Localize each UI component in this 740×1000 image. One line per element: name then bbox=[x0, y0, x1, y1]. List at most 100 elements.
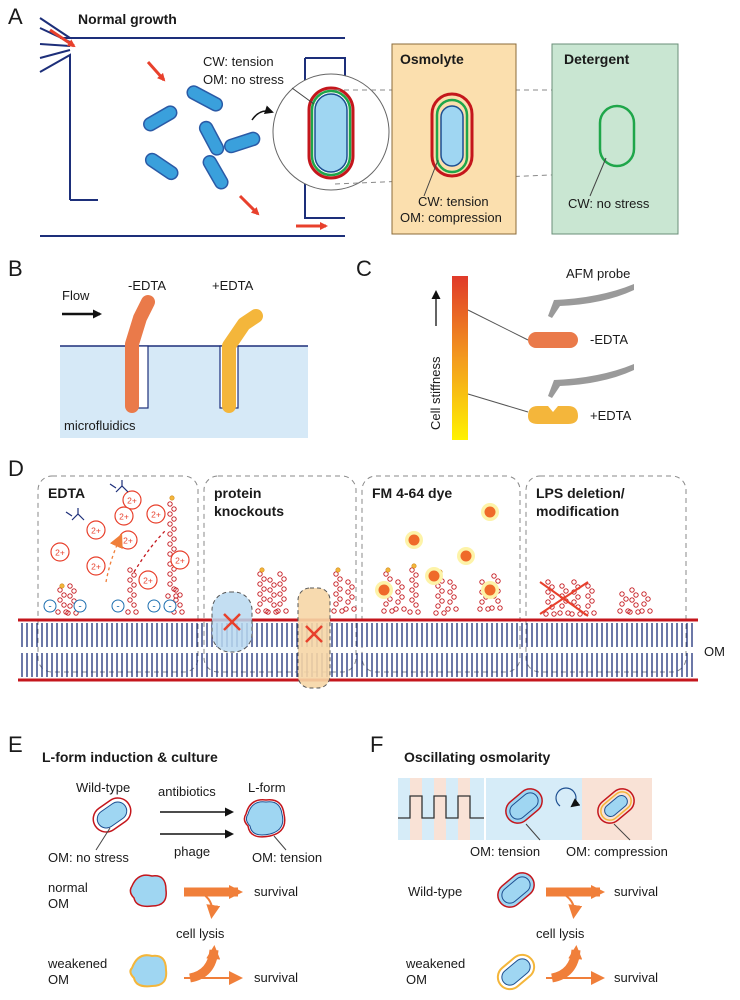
osmolyte-label: Osmolyte bbox=[400, 51, 464, 67]
osmolyte-om-label: OM: compression bbox=[400, 210, 502, 225]
om-label: OM bbox=[704, 644, 725, 659]
e-wildtype-label: Wild-type bbox=[76, 780, 130, 795]
panel-f: F Oscillating osmolarity OM: tension OM:… bbox=[370, 732, 668, 991]
panel-c: C Cell stiffness AFM probe -EDTA +EDTA bbox=[356, 256, 634, 440]
edta-ions: 2+2+2+2+2+2+2+2+2+ bbox=[50, 480, 443, 590]
panel-label-f: F bbox=[370, 732, 383, 757]
detergent-cell bbox=[598, 104, 636, 168]
f-survival-1: survival bbox=[614, 884, 658, 899]
cell-minus-edta bbox=[125, 295, 155, 413]
microfluidic-chamber bbox=[60, 346, 308, 438]
flow-arrow-2 bbox=[146, 61, 166, 82]
ion-release-arrow-2 bbox=[133, 529, 167, 573]
e-lform-outer bbox=[243, 799, 286, 838]
cw-tension-label: CW: tension bbox=[203, 54, 274, 69]
panel-b: B -EDTA +EDTA Flow microfluidics bbox=[8, 256, 308, 438]
guide-lines bbox=[334, 89, 623, 185]
f-weakened: weakened bbox=[405, 956, 465, 971]
f-lysis-arrow-2 bbox=[550, 945, 583, 983]
minus-edta-label: -EDTA bbox=[128, 278, 166, 293]
c-plus-edta: +EDTA bbox=[590, 408, 632, 423]
e-phage: phage bbox=[174, 844, 210, 859]
e-wt-outer bbox=[92, 797, 132, 833]
afm-probe-2 bbox=[548, 364, 634, 398]
flow-arrow-3 bbox=[238, 194, 260, 216]
osmolyte-cell bbox=[430, 92, 474, 178]
svg-text:2+: 2+ bbox=[175, 556, 185, 566]
stiffness-leader-2 bbox=[467, 393, 529, 413]
panel-label-c: C bbox=[356, 256, 372, 281]
f-cycle-arrow bbox=[555, 787, 581, 808]
microfluidics-label: microfluidics bbox=[64, 418, 136, 433]
e-lform-label: L-form bbox=[248, 780, 286, 795]
e-normal-cell bbox=[129, 874, 167, 908]
svg-text:-: - bbox=[168, 602, 171, 613]
ion-release-arrow bbox=[105, 533, 123, 583]
leader-line bbox=[291, 87, 315, 105]
f-om: OM bbox=[406, 972, 427, 987]
detergent-box bbox=[551, 43, 679, 235]
e-antibiotics: antibiotics bbox=[158, 784, 216, 799]
svg-text:2+: 2+ bbox=[119, 512, 129, 522]
e-lysis: cell lysis bbox=[176, 926, 225, 941]
stiffness-gradient-bar bbox=[452, 276, 468, 440]
panel-label-e: E bbox=[8, 732, 23, 757]
stiffness-label: Cell stiffness bbox=[428, 356, 443, 430]
bacteria-rods bbox=[143, 85, 261, 190]
e-survival-1: survival bbox=[254, 884, 298, 899]
panel-a: A Normal growth bbox=[8, 4, 679, 237]
svg-text:2+: 2+ bbox=[91, 526, 101, 536]
d-dye-label: FM 4-64 dye bbox=[372, 485, 452, 501]
detergent-cw-label: CW: no stress bbox=[568, 196, 650, 211]
e-om-label-1: OM bbox=[48, 896, 69, 911]
panel-d: D EDTA protein knockouts FM 4-64 dye LPS… bbox=[8, 456, 725, 689]
lps-molecules bbox=[55, 501, 653, 617]
osmolyte-leader bbox=[423, 159, 439, 197]
f-lysis: cell lysis bbox=[536, 926, 585, 941]
svg-text:2+: 2+ bbox=[151, 510, 161, 520]
f-lysis-arrow-1 bbox=[559, 891, 583, 919]
e-wt-leader bbox=[95, 827, 111, 851]
svg-text:-: - bbox=[78, 602, 81, 613]
f-leader-1 bbox=[525, 823, 541, 841]
f-wildtype: Wild-type bbox=[408, 884, 462, 899]
e-survival-2: survival bbox=[254, 970, 298, 985]
cell-soft bbox=[528, 406, 578, 424]
fm-dye bbox=[375, 503, 499, 599]
cell-plus-edta bbox=[222, 309, 263, 413]
f-om-tension: OM: tension bbox=[470, 844, 540, 859]
afm-probe-1 bbox=[548, 284, 634, 318]
lps-deletion-x bbox=[539, 581, 589, 617]
cell-stiff bbox=[528, 332, 578, 348]
knockout-protein-2 bbox=[297, 587, 331, 689]
detergent-label: Detergent bbox=[564, 51, 630, 67]
svg-text:-: - bbox=[116, 602, 119, 613]
knockout-x-2 bbox=[305, 625, 323, 643]
f-wt-cell bbox=[497, 872, 535, 908]
d-edta-label: EDTA bbox=[48, 485, 85, 501]
e-om-no-stress: OM: no stress bbox=[48, 850, 129, 865]
e-om-label-2: OM bbox=[48, 972, 69, 987]
e-wt-cell bbox=[96, 801, 128, 829]
negative-charges: ----- bbox=[43, 599, 177, 613]
plus-edta-label: +EDTA bbox=[212, 278, 254, 293]
e-lform-cell bbox=[245, 801, 284, 836]
svg-text:2+: 2+ bbox=[123, 536, 133, 546]
f-om-compression: OM: compression bbox=[566, 844, 668, 859]
svg-text:-: - bbox=[48, 602, 51, 613]
panel-label-a: A bbox=[8, 4, 23, 29]
edta-chelator-1 bbox=[65, 508, 85, 521]
afm-probe-label: AFM probe bbox=[566, 266, 630, 281]
om-no-stress-label: OM: no stress bbox=[203, 72, 284, 87]
d-modification-label: modification bbox=[536, 503, 619, 519]
edta-chelator-2 bbox=[109, 480, 129, 493]
c-minus-edta: -EDTA bbox=[590, 332, 628, 347]
e-lysis-arrow-2 bbox=[188, 945, 221, 983]
e-title: L-form induction & culture bbox=[42, 749, 218, 765]
zoom-arrow bbox=[251, 105, 274, 121]
e-normal-label: normal bbox=[48, 880, 88, 895]
d-boxes bbox=[37, 475, 687, 673]
normal-growth-label: Normal growth bbox=[78, 11, 177, 27]
f-compression-cell bbox=[597, 788, 635, 824]
